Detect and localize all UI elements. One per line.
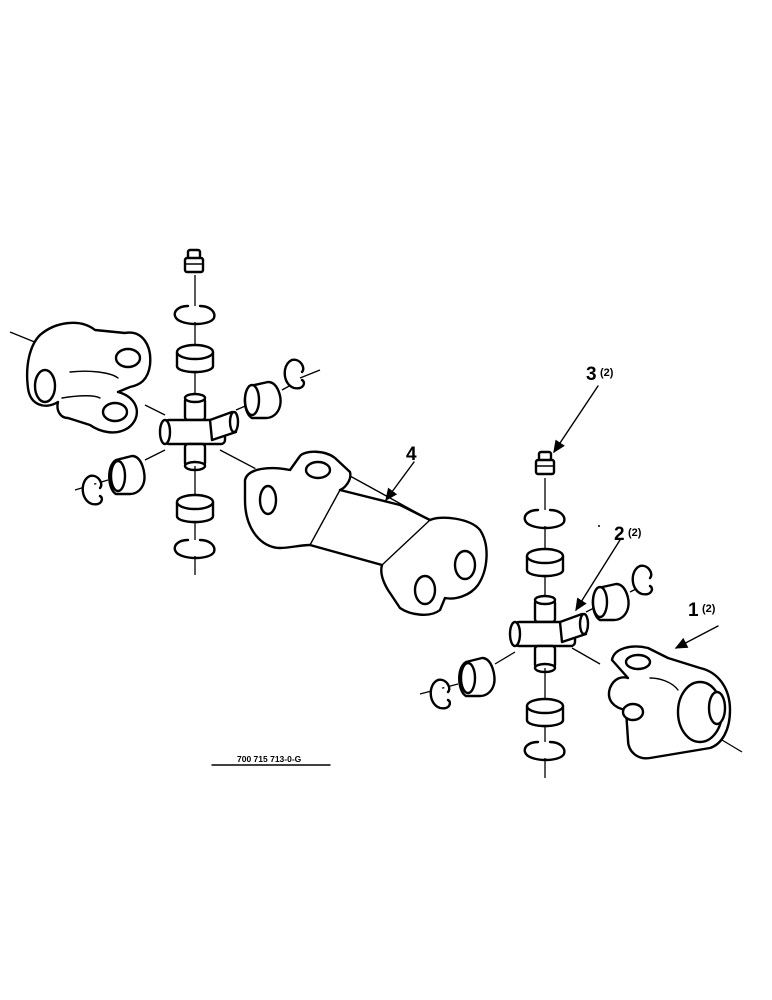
left-snap-ring-left — [74, 474, 109, 506]
center-shaft-yoke — [243, 450, 488, 616]
callout-1: 1 (2) — [674, 600, 719, 649]
right-bearing-cup-left — [458, 651, 516, 698]
right-bearing-cup-bottom — [525, 697, 565, 728]
right-bearing-cup-right — [585, 582, 630, 622]
callout-1-number: 1 — [688, 600, 699, 621]
callout-4: 4 — [385, 444, 417, 502]
right-snap-ring-left — [419, 678, 459, 710]
left-grease-fitting — [183, 248, 205, 310]
callout-3-qty: (2) — [600, 367, 614, 379]
callout-2: 2 (2) — [575, 524, 642, 612]
left-yoke — [9, 321, 166, 434]
right-bearing-cup-top — [525, 547, 565, 578]
right-snap-ring-right — [629, 564, 654, 596]
right-snap-ring-top — [523, 508, 566, 530]
right-grease-fitting — [534, 450, 556, 510]
callout-1-qty: (2) — [702, 603, 716, 615]
callout-4-number: 4 — [406, 444, 417, 465]
callout-2-qty: (2) — [628, 527, 642, 539]
drawing-code: 700 715 713-0-G — [237, 754, 302, 764]
callout-3-number: 3 — [586, 364, 597, 385]
left-snap-ring-right — [281, 358, 321, 391]
drawing-code-block: 700 715 713-0-G — [211, 754, 331, 766]
callout-3: 3 (2) — [553, 364, 614, 454]
left-cross-spider — [158, 392, 240, 472]
right-yoke — [607, 645, 743, 760]
left-bearing-cup-top — [175, 343, 215, 374]
left-snap-ring-bottom — [173, 538, 216, 560]
left-bearing-cup-left — [108, 449, 166, 496]
right-cross-spider — [508, 594, 590, 674]
callout-2-number: 2 — [614, 524, 625, 545]
left-snap-ring-top — [173, 304, 216, 326]
left-bearing-cup-bottom — [175, 493, 215, 524]
right-snap-ring-bottom — [523, 740, 566, 762]
left-bearing-cup-right — [235, 380, 282, 420]
